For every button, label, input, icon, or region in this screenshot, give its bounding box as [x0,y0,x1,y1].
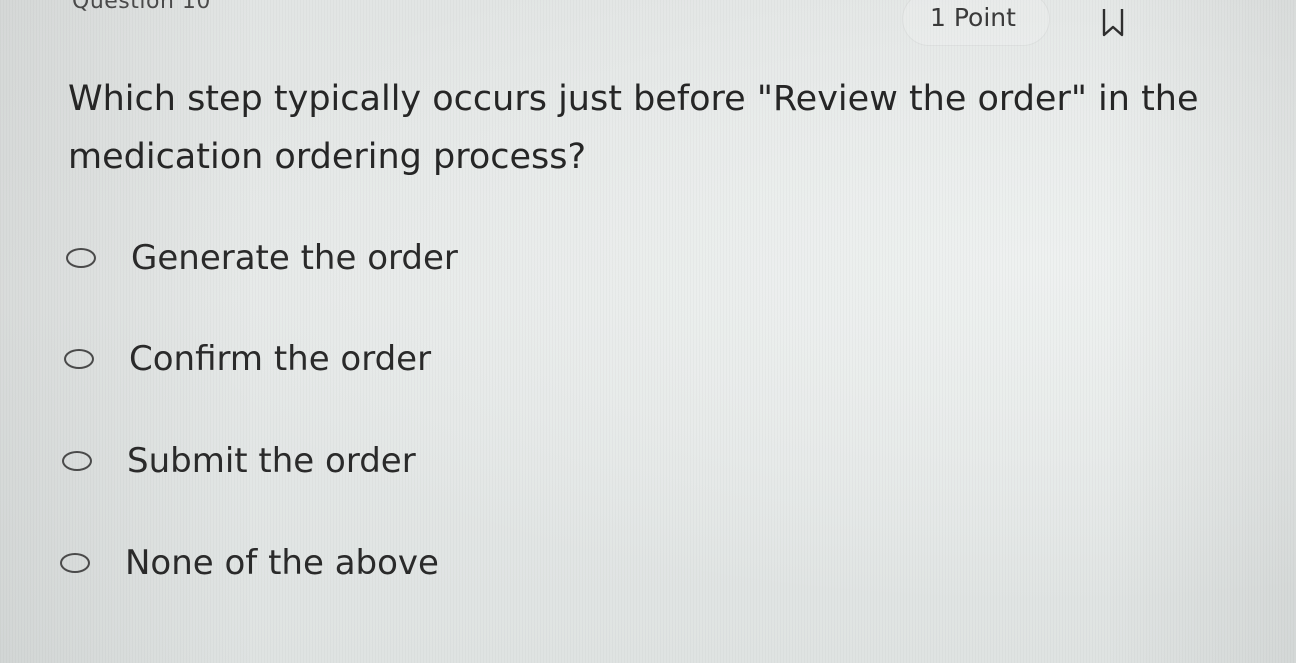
option-label: None of the above [125,543,439,583]
option-confirm-order[interactable]: Confirm the order [64,333,431,385]
radio-button[interactable] [64,349,94,369]
radio-button[interactable] [60,553,90,573]
radio-button[interactable] [62,451,92,471]
option-label: Confirm the order [129,339,432,379]
option-label: Generate the order [131,238,458,278]
question-text: Which step typically occurs just before … [68,79,1199,177]
bookmark-icon[interactable] [1101,7,1125,37]
radio-button[interactable] [66,248,96,268]
option-generate-order[interactable]: Generate the order [66,232,458,284]
option-none-of-above[interactable]: None of the above [60,537,439,589]
points-pill [902,0,1050,46]
points-text: 1 Point [930,3,1016,32]
option-label: Submit the order [127,441,416,481]
option-submit-order[interactable]: Submit the order [62,435,416,487]
question-label: Question 10 [72,0,211,14]
